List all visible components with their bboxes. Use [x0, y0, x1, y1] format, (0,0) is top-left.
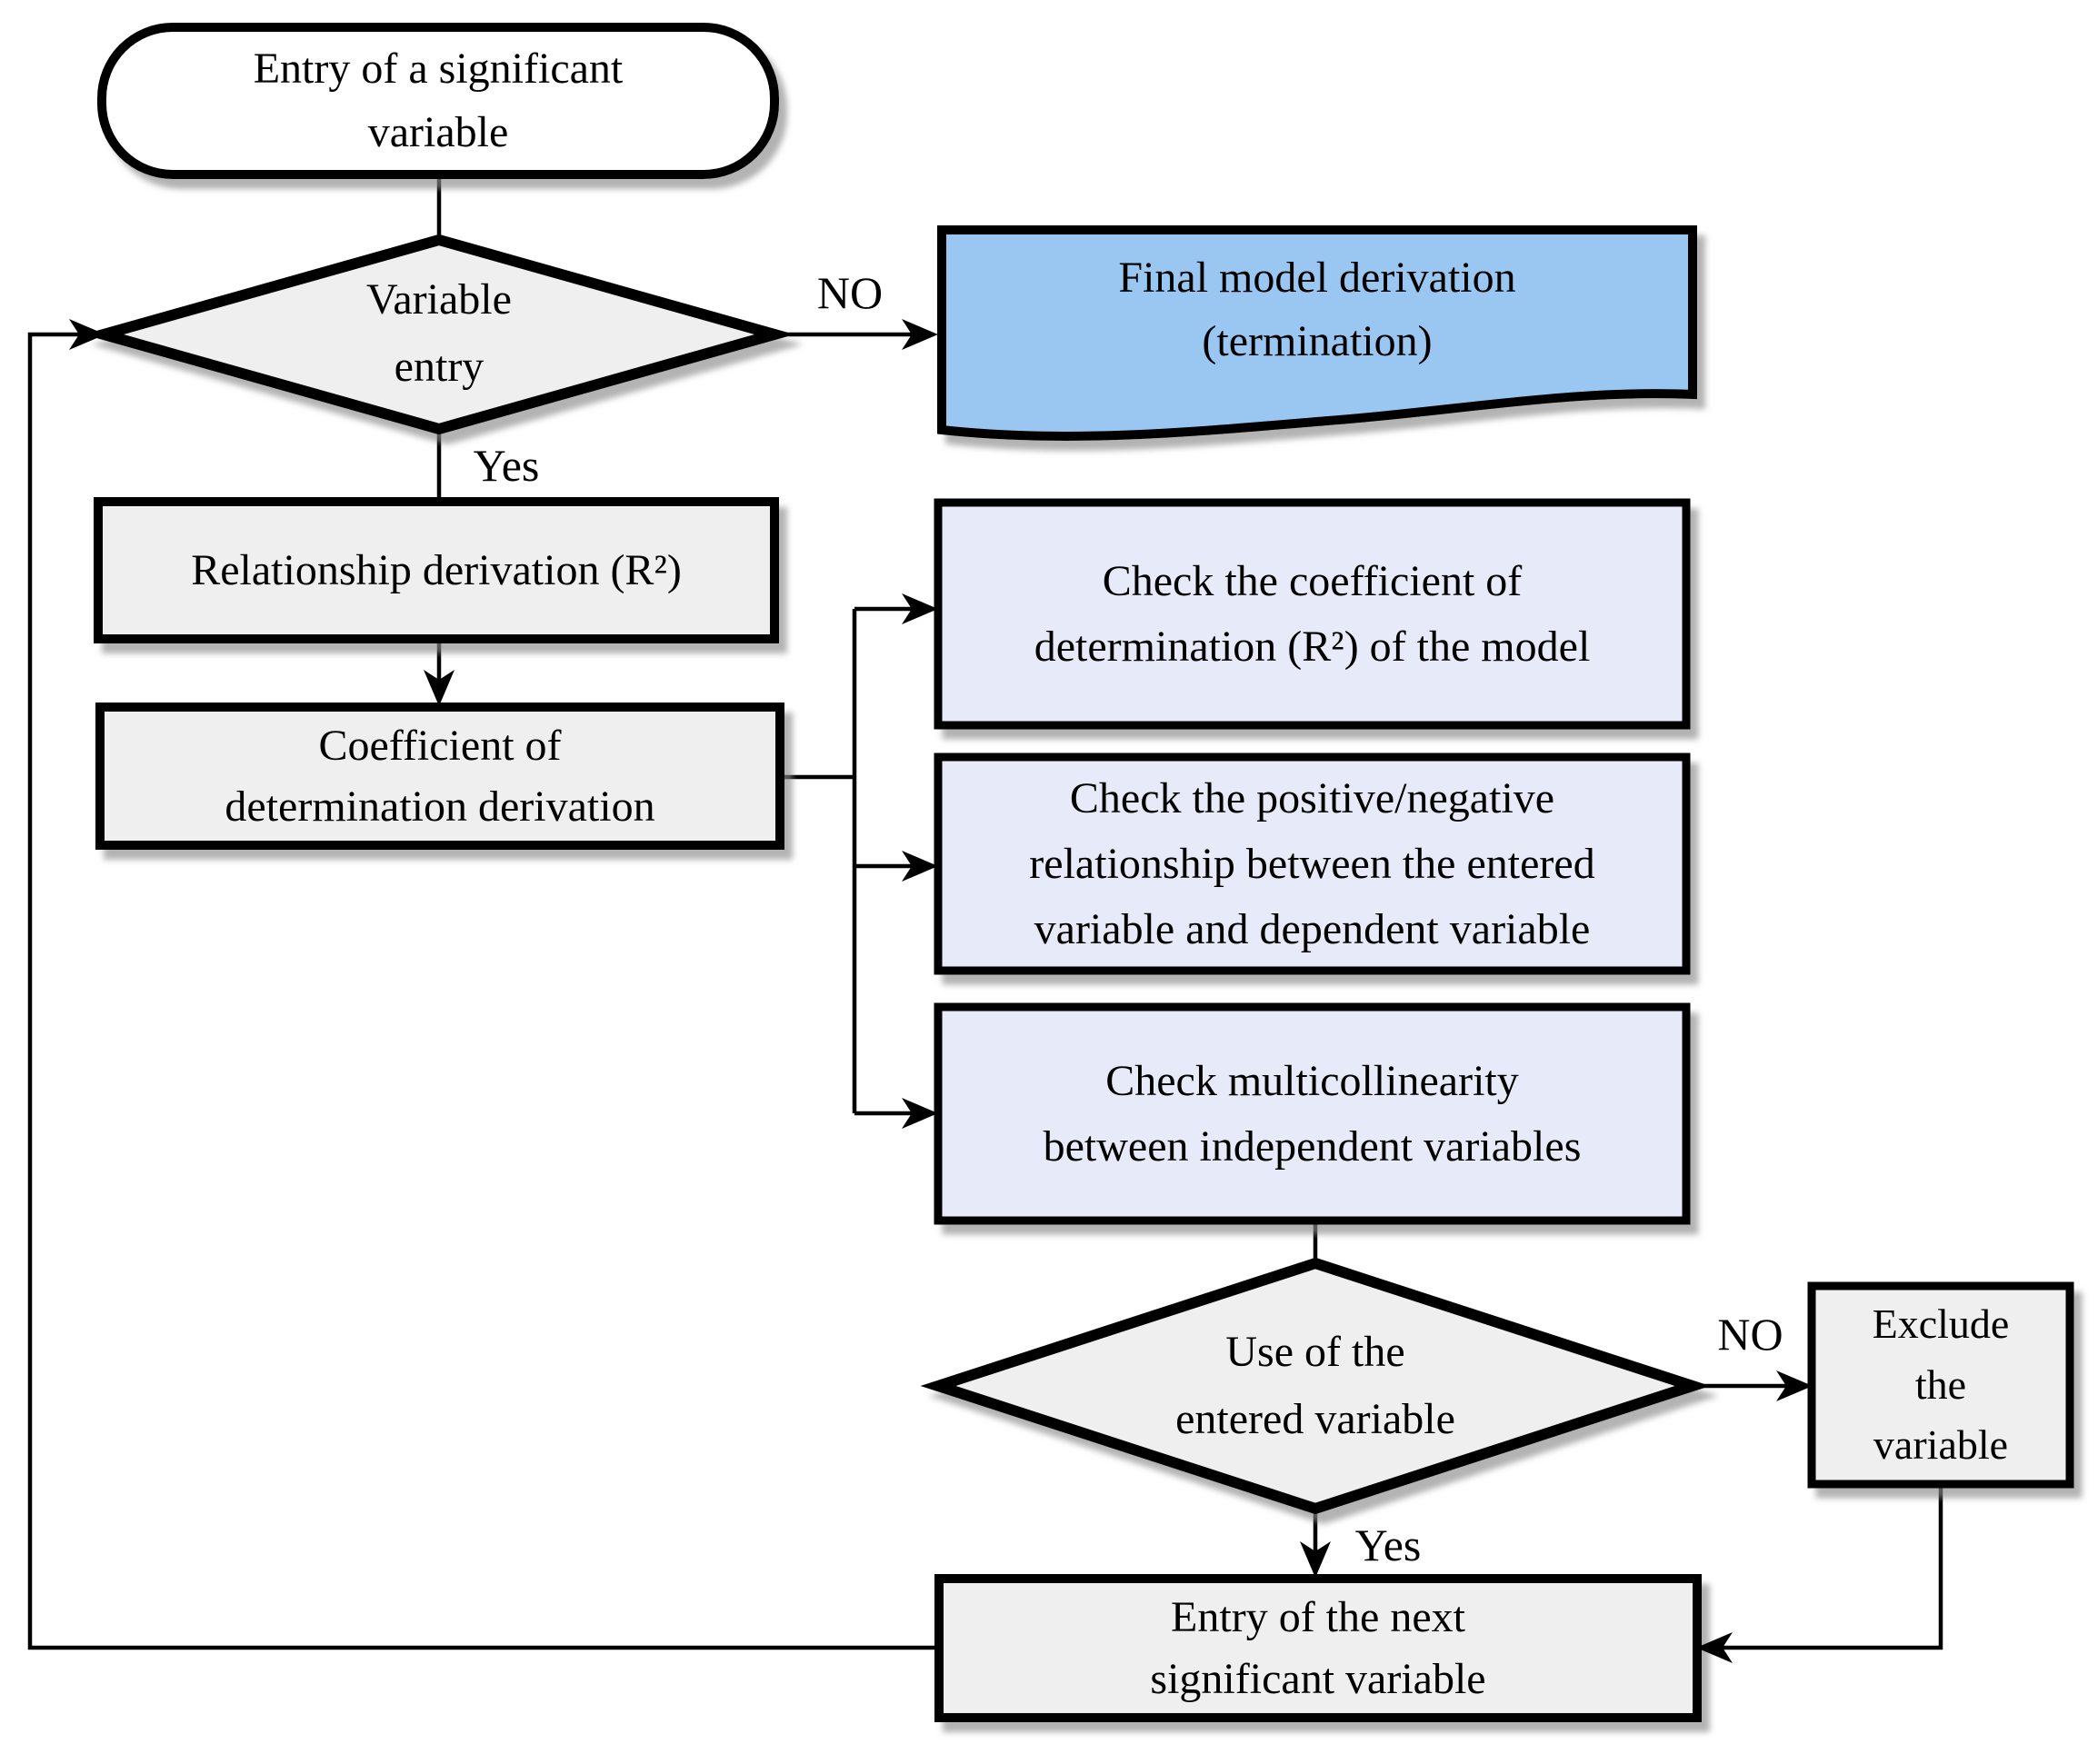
relationship-process-shape: [94, 497, 779, 643]
check-multicollinearity-box-shape: [934, 1002, 1691, 1225]
arrowhead-into-exclude: [1776, 1370, 1813, 1401]
check-r2-box-shape: [934, 498, 1691, 730]
start-terminator-shape: [97, 23, 779, 179]
next-entry-process-shape: [934, 1574, 1702, 1722]
arrowhead-into-next-entry-top: [1300, 1541, 1331, 1578]
variable-entry-decision-shape: [83, 234, 795, 435]
coefficient-process-shape: [95, 703, 784, 850]
final-model-document-shape: [937, 225, 1697, 441]
arrowhead-into-check-multicollinearity: [902, 1098, 938, 1129]
arrowhead-into-coefficient: [424, 670, 455, 706]
exclude-process-shape: [1807, 1281, 2074, 1489]
arrowhead-into-next-entry-right: [1696, 1632, 1733, 1663]
check-sign-box-shape: [934, 752, 1691, 975]
arrowhead-loop-into-variable-entry: [69, 319, 105, 350]
use-variable-decision-shape: [920, 1257, 1711, 1515]
arrowhead-into-final-model: [902, 319, 938, 350]
arrowhead-into-check-sign: [902, 851, 938, 882]
edge-loop-back: [27, 332, 939, 1650]
arrowhead-into-check-r2: [902, 593, 938, 624]
edge-exclude-to-next-entry: [1702, 1484, 1943, 1650]
